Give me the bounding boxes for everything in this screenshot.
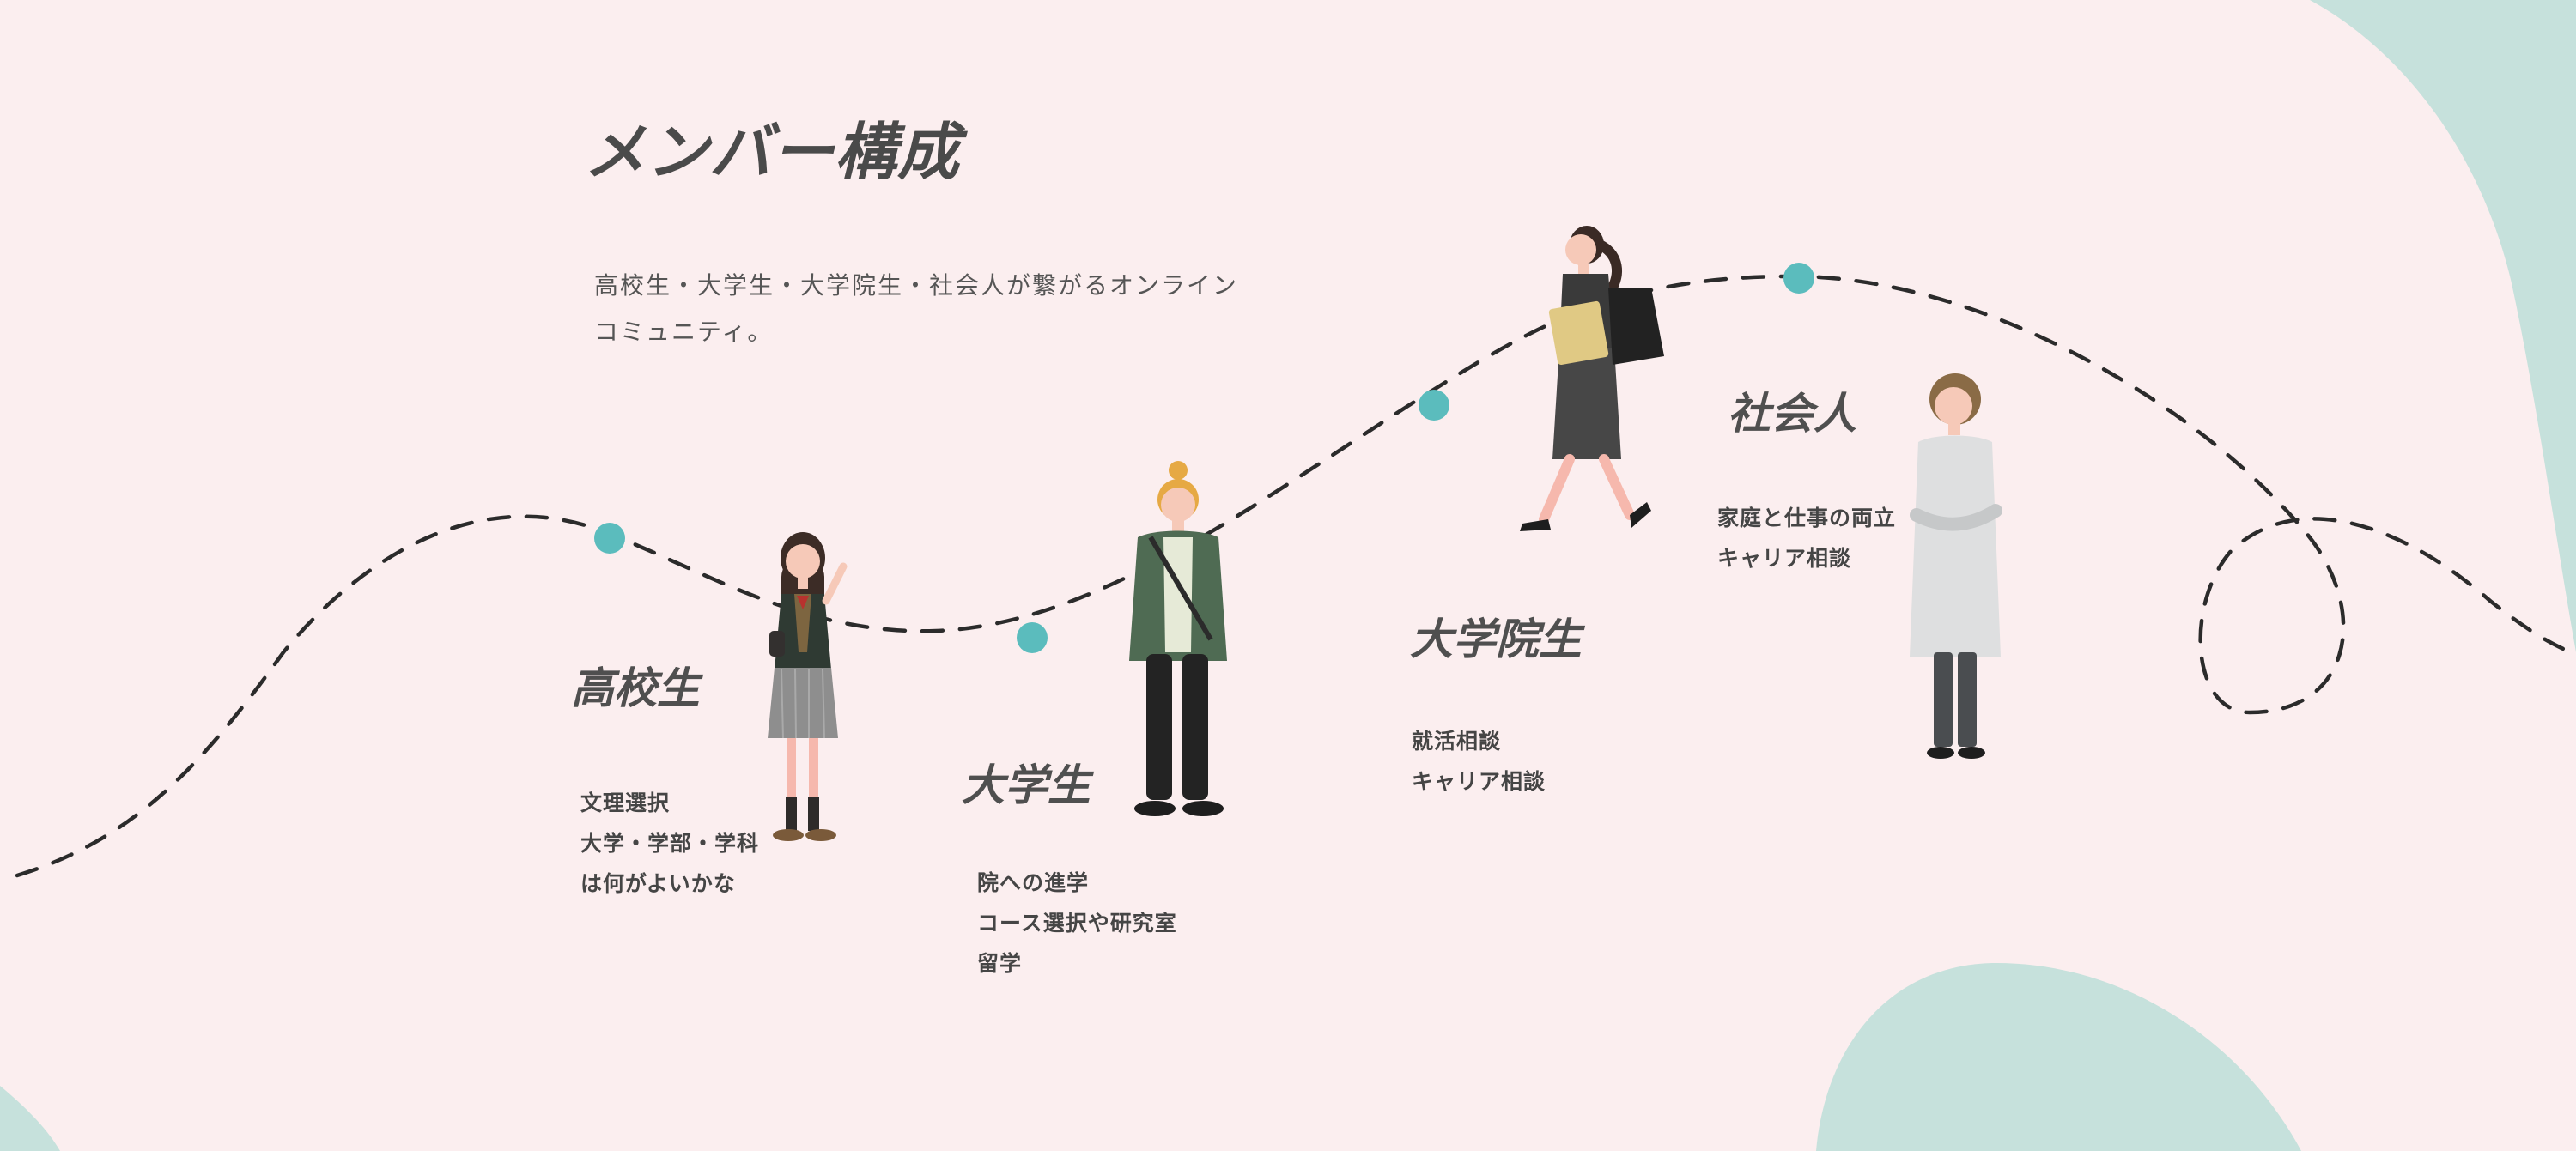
lead-line-2: コミュニティ。	[594, 318, 774, 346]
page-title: メンバー構成	[584, 116, 961, 188]
stage-item: 文理選択	[580, 791, 671, 815]
stage-title-university: 大学生	[962, 760, 1091, 810]
stage-item: 大学・学部・学科	[580, 831, 760, 856]
stage-item: 家庭と仕事の両立	[1717, 506, 1897, 530]
stage-list-high-school: 文理選択 大学・学部・学科 は何がよいかな	[580, 783, 759, 904]
stage-item: は何がよいかな	[580, 871, 736, 896]
path-dot-professional	[1783, 263, 1814, 294]
stage-title-graduate: 大学院生	[1410, 615, 1582, 664]
stage-list-university: 院への進学 コース選択や研究室 留学	[977, 863, 1177, 984]
stage-item: コース選択や研究室	[977, 911, 1177, 936]
path-dot-high-school	[594, 523, 625, 554]
lead-text: 高校生・大学生・大学院生・社会人が繋がるオンライン コミュニティ。	[594, 263, 1238, 355]
stage-title-professional: 社会人	[1728, 389, 1856, 439]
path-dot-graduate	[1419, 390, 1449, 421]
lead-line-1: 高校生・大学生・大学院生・社会人が繋がるオンライン	[594, 271, 1239, 300]
stage-item: キャリア相談	[1717, 546, 1852, 571]
stage-list-professional: 家庭と仕事の両立 キャリア相談	[1717, 498, 1896, 579]
high-school-student-illustration	[768, 532, 848, 841]
graduate-student-illustration	[1520, 226, 1664, 531]
stage-item: キャリア相談	[1412, 769, 1546, 794]
dashed-path-line	[15, 274, 2576, 878]
stage-item: 留学	[977, 951, 1023, 976]
stage-list-graduate: 就活相談 キャリア相談	[1412, 721, 1546, 802]
top-right-blob	[2310, 0, 2576, 652]
stage-item: 就活相談	[1412, 729, 1502, 754]
bottom-blob	[1816, 962, 2301, 1151]
bottom-left-blob	[0, 1086, 60, 1151]
path-dot-university	[1017, 622, 1048, 653]
professional-illustration	[1910, 373, 2002, 759]
stage-item: 院への進学	[977, 870, 1090, 895]
stage-title-high-school: 高校生	[571, 663, 700, 713]
university-student-illustration	[1129, 461, 1227, 816]
